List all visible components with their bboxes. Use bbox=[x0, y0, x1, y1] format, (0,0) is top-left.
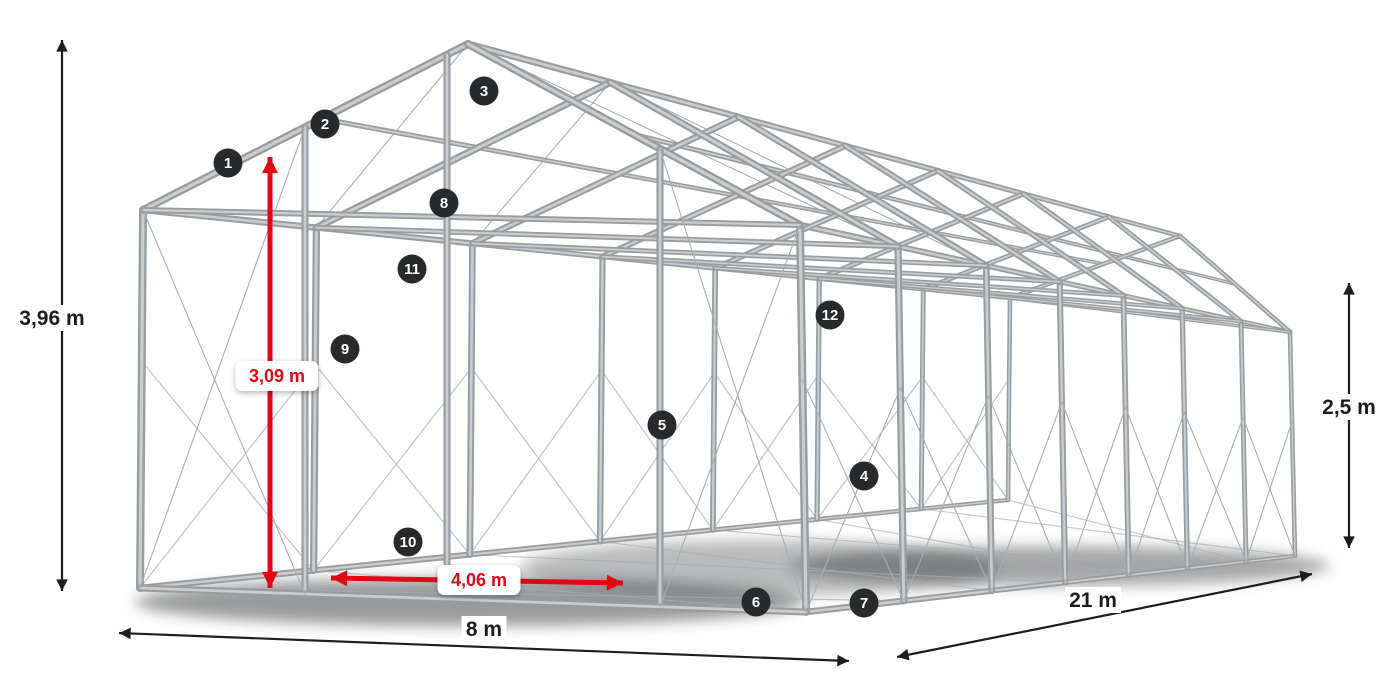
callout-badge: 11 bbox=[397, 254, 427, 284]
callout-badge: 1 bbox=[213, 148, 243, 178]
callout-badge: 9 bbox=[330, 334, 360, 364]
callout-number: 3 bbox=[480, 83, 488, 100]
callout-badge: 6 bbox=[741, 587, 771, 617]
dimension-label: 21 m bbox=[1069, 589, 1117, 612]
dimension-width: 8 m bbox=[118, 616, 850, 667]
dimension-inner-width: 4,06 m bbox=[330, 565, 624, 595]
dimension-label: 8 m bbox=[466, 618, 502, 641]
callout-number: 11 bbox=[404, 261, 420, 278]
callout-badge: 3 bbox=[469, 76, 499, 106]
dimension-length: 21 m bbox=[896, 570, 1313, 661]
dimension-label: 3,09 m bbox=[249, 366, 305, 386]
dimension-side-height: 2,5 m bbox=[1315, 283, 1383, 548]
callout-number: 5 bbox=[658, 417, 666, 434]
callout-badge: 10 bbox=[393, 527, 423, 557]
callout-badge: 7 bbox=[849, 588, 879, 618]
dimension-total-height: 3,96 m bbox=[13, 40, 91, 591]
callout-number: 6 bbox=[752, 594, 760, 611]
callout-number: 7 bbox=[860, 595, 868, 612]
callout-number: 9 bbox=[341, 341, 349, 358]
dimension-label: 3,96 m bbox=[19, 307, 84, 330]
callout-number: 2 bbox=[321, 116, 329, 133]
dimension-inner-height: 3,09 m bbox=[235, 157, 319, 588]
callout-number: 1 bbox=[224, 155, 232, 172]
callout-badge: 12 bbox=[815, 300, 845, 330]
callout-badge: 2 bbox=[310, 109, 340, 139]
callout-badge: 4 bbox=[849, 461, 879, 491]
dimension-label: 4,06 m bbox=[451, 570, 507, 590]
dimension-annotations: 3,96 m 2,5 m 8 m 21 m 3,09 m 4,06 m bbox=[13, 40, 1383, 667]
frame-structure bbox=[136, 40, 1298, 616]
callout-number: 12 bbox=[822, 307, 839, 324]
callout-number: 10 bbox=[400, 534, 417, 551]
callout-number: 8 bbox=[440, 195, 448, 212]
callout-badge: 8 bbox=[429, 188, 459, 218]
dimension-label: 2,5 m bbox=[1322, 396, 1376, 419]
callout-badge: 5 bbox=[647, 410, 677, 440]
callout-number: 4 bbox=[860, 468, 869, 485]
